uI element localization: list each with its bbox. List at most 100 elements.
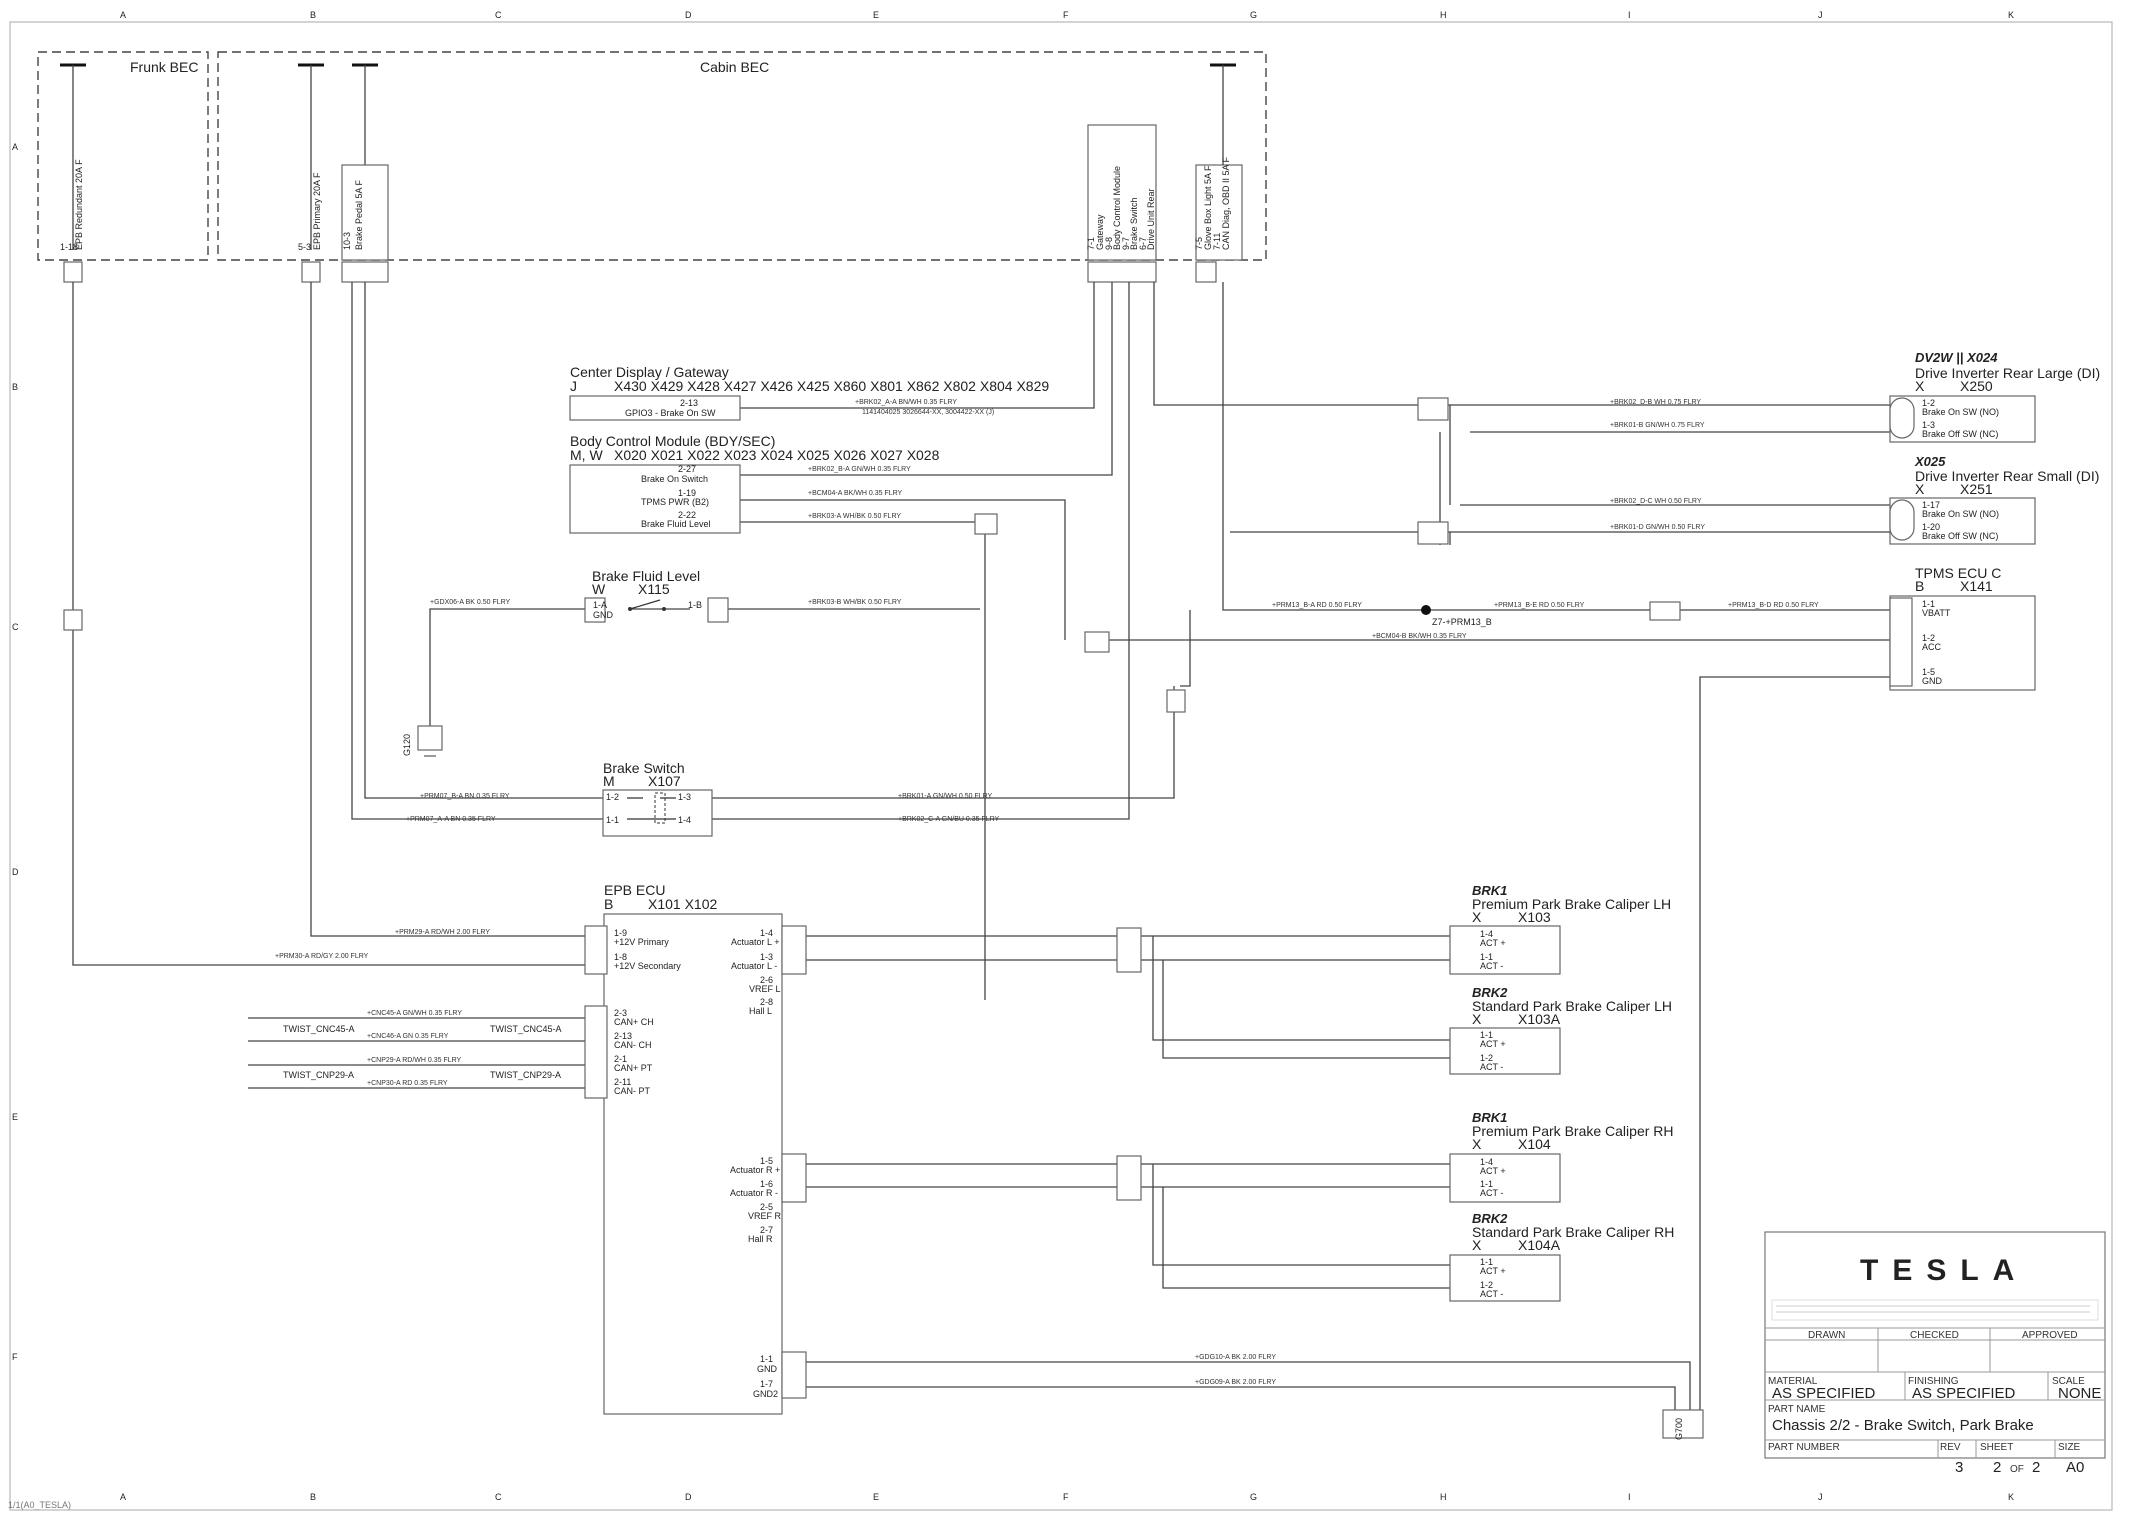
pin-label: CAN- PT [614,1086,651,1096]
wire-part: 1141404025 3026644-XX, 3004422-XX (J) [862,409,994,416]
module-conn: W [592,581,606,597]
wire-label: +BRK02_D-B WH 0.75 FLRY [1610,399,1701,406]
pin-label: VBATT [1922,608,1951,618]
caliper-title: Standard Park Brake Caliper LH [1472,998,1672,1014]
module-ids: X430 X429 X428 X427 X426 X425 X860 X801 … [614,378,1049,394]
pin-number: 1-8 [614,952,627,962]
pin-label: Actuator R + [730,1165,780,1175]
caliper-tag: BRK1 [1472,1110,1507,1125]
wire-label: +BRK02_D-C WH 0.50 FLRY [1610,498,1702,505]
brake-fluid-level: Brake Fluid Level W X115 1-A GND 1-B +GD… [402,568,902,757]
wire-label: +BRK02_C-A GN/BU 0.35 FLRY [898,816,1000,823]
pin-label: CAN+ CH [614,1017,654,1027]
pin-number: 2-1 [614,1054,627,1064]
wire-label: +GDG10-A BK 2.00 FLRY [1195,1354,1276,1361]
grid-col-label: I [1628,1492,1631,1502]
pin-number: 1-5 [760,1156,773,1166]
caliper-title: Standard Park Brake Caliper RH [1472,1224,1674,1240]
fuse-pin: 7-1 [1086,237,1096,250]
fuse-pin: 7-5 [1194,237,1204,250]
sheet-value: 2 [1993,1459,2001,1476]
fuse-pin: 9-7 [1121,237,1131,250]
pin-label: GND [1922,676,1943,686]
pin-number: 1-1 [1480,952,1493,962]
pin-number: 1-2 [1922,633,1935,643]
pin-number: 1-2 [1480,1280,1493,1290]
tesla-logo: TESLA [1860,1254,2028,1287]
caliper-lh-premium: BRK1 Premium Park Brake Caliper LH X X10… [1449,883,1671,975]
pin-label: ACT - [1480,1062,1503,1072]
pin-number: 2-13 [680,398,698,408]
pin-number: 1-3 [1922,420,1935,430]
wire-label: +GDG09-A BK 2.00 FLRY [1195,1379,1276,1386]
wire-harness [63,282,1890,1410]
wire-label: +BRK03-B WH/BK 0.50 FLRY [808,599,902,606]
cabin-bec-title: Cabin BEC [700,59,769,75]
module-id: X141 [1960,578,1993,594]
pin-label: ACT + [1480,938,1506,948]
size-value: A0 [2066,1459,2084,1476]
wire-label: +BRK03-A WH/BK 0.50 FLRY [808,513,901,520]
caliper-id: X103 [1518,909,1551,925]
module-conn: J [570,378,577,394]
caliper-tag: BRK1 [1472,883,1507,898]
pin-number: 1-3 [760,952,773,962]
body-control-module: Body Control Module (BDY/SEC) M, W X020 … [569,433,940,534]
pin-label: TPMS PWR (B2) [641,497,709,507]
pin-label: Brake Off SW (NC) [1922,531,1998,541]
pin-number: 1-B [688,600,702,610]
rev-value: 3 [1955,1459,1963,1476]
pin-number: 1-1 [1922,599,1935,609]
part-name-label: PART NAME [1768,1404,1826,1415]
pin-number: 1-9 [614,928,627,938]
module-id: X251 [1960,481,1993,497]
pin-number: 1-A [593,600,607,610]
fuse-name: Body Control Module [1112,166,1122,250]
rev-label: REV [1940,1442,1961,1453]
module-conn: M, W [570,447,603,463]
grid-row-label: F [12,1352,18,1362]
pin-number: 1-4 [1480,929,1493,939]
part-name-value: Chassis 2/2 - Brake Switch, Park Brake [1772,1417,2034,1434]
footer-id: 1/1(A0_TESLA) [8,1500,71,1510]
caliper-id: X104 [1518,1136,1551,1152]
bec-output-connectors [63,261,1217,283]
fuse-name: Brake Pedal 5A F [354,179,364,250]
pin-number: 1-1 [1480,1179,1493,1189]
pin-number: 1-17 [1922,500,1940,510]
wire-label: +PRM13_B-E RD 0.50 FLRY [1494,602,1585,609]
wire-label: +PRM29-A RD/WH 2.00 FLRY [395,929,490,936]
module-title: Drive Inverter Rear Large (DI) [1915,365,2100,381]
finishing-value: AS SPECIFIED [1912,1385,2016,1402]
grid-labels: A B C D E F G H I J K A B C D E F A B C … [12,10,2014,1502]
fuse-name: Brake Switch [1129,197,1139,250]
module-title: Center Display / Gateway [570,364,729,380]
grid-col-label: J [1818,10,1823,20]
module-title: EPB ECU [604,882,665,898]
module-ids: X101 X102 [648,896,717,912]
pin-number: 2-13 [614,1031,632,1041]
frunk-bec: Frunk BEC 1-18 EPB Redundant 20A F [37,51,209,261]
grid-col-label: J [1818,1492,1823,1502]
caliper-lh-standard: BRK2 Standard Park Brake Caliper LH X X1… [1449,985,1672,1075]
pin-label: GPIO3 - Brake On SW [625,408,716,418]
caliper-title: Premium Park Brake Caliper RH [1472,1123,1674,1139]
pin-number: 1-5 [1922,667,1935,677]
module-conn: B [1915,578,1924,594]
wire-label: +CNP30-A RD 0.35 FLRY [367,1080,448,1087]
grid-col-label: C [495,1492,502,1502]
wire-label: +GDX06-A BK 0.50 FLRY [430,599,511,606]
pin-label: GND [593,610,614,620]
grid-col-label: C [495,10,502,20]
tpms-ecu: TPMS ECU C B X141 1-1 VBATT 1-2 ACC 1-5 … [1272,565,2036,1440]
pin-label: +12V Primary [614,937,669,947]
grid-col-label: A [120,10,126,20]
pin-number: 1-2 [1922,398,1935,408]
splice-label: Z7-+PRM13_B [1432,617,1492,627]
grid-col-label: I [1628,10,1631,20]
pin-label: ACC [1922,642,1942,652]
cabin-bec: Cabin BEC 5-3 EPB Primary 20A F 10-3 Bra… [217,51,1267,261]
title-block: TESLA DRAWN CHECKED APPROVED MATERIAL AS… [1764,1231,2106,1476]
caliper-conn: X [1472,1011,1482,1027]
grid-row-label: A [12,142,18,152]
